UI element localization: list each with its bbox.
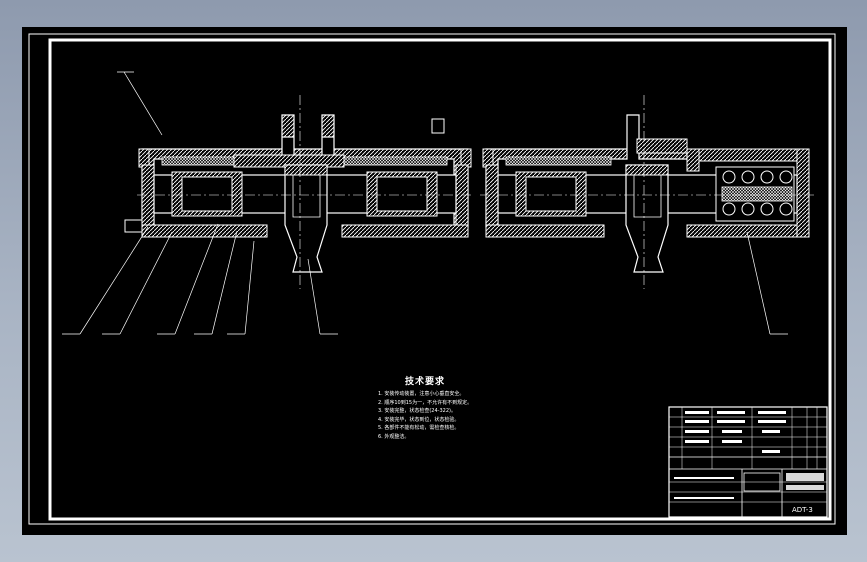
- requirement-item: 2. 顺序10到15为一，不允许有不到规定。: [378, 399, 473, 406]
- drawing-canvas: 技术要求 1. 安装传动装置，注意小心垂直安全。 2. 顺序10到15为一，不允…: [22, 27, 847, 535]
- outer-frame: [28, 33, 836, 525]
- tech-requirements-title: 技术要求: [405, 377, 446, 387]
- drawing-code: ADT-3: [792, 506, 813, 514]
- left-assembly: [62, 71, 472, 335]
- cad-drawing: [28, 33, 836, 525]
- requirement-item: 3. 安装完整，状态检查(24-322)。: [378, 408, 456, 415]
- requirement-item: 6. 外观整洁。: [378, 433, 410, 440]
- requirement-item: 1. 安装传动装置，注意小心垂直安全。: [378, 391, 465, 397]
- title-block: [668, 406, 828, 518]
- inner-frame: [48, 38, 832, 521]
- requirement-item: 4. 安装完毕，状态到位，状态检验。: [378, 416, 460, 423]
- requirement-item: 5. 各部件不能有松动，需检查核检。: [378, 425, 460, 432]
- right-assembly: [480, 95, 814, 335]
- tech-requirements-list: 1. 安装传动装置，注意小心垂直安全。 2. 顺序10到15为一，不允许有不到规…: [378, 390, 472, 442]
